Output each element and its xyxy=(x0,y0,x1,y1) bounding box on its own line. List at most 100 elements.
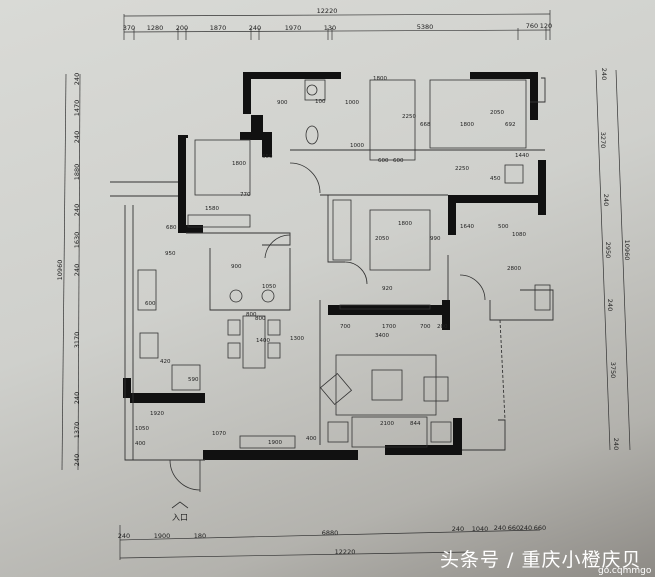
interior-dim-label: 1440 xyxy=(515,153,529,159)
dim-label: 1900 xyxy=(154,532,171,540)
interior-dim-label: 1070 xyxy=(212,431,226,437)
dim-label: 240 xyxy=(606,299,614,311)
interior-dim-label: 800 xyxy=(255,316,266,322)
entrance-label: 入口 xyxy=(172,513,188,522)
bottom-dimension-lines: 240 1900 180 6880 240 1040 240 660 240 6… xyxy=(118,524,546,560)
interior-dim-label: 950 xyxy=(165,251,176,257)
second-bed xyxy=(194,139,251,196)
dim-label: 1470 xyxy=(73,100,81,117)
dim-label: 1870 xyxy=(210,24,227,32)
interior-dim-label: 1800 xyxy=(460,122,474,128)
interior-dim-label: 920 xyxy=(382,286,393,292)
dim-label: 3170 xyxy=(73,332,81,349)
dim-label: 240 xyxy=(73,454,81,466)
armchair xyxy=(423,376,449,402)
interior-dim-label: 1640 xyxy=(460,224,474,230)
interior-dim-label: 990 xyxy=(430,236,441,242)
interior-dim-label: 692 xyxy=(505,122,516,128)
left-dimension-lines: 10960 240 1470 240 1880 240 1630 240 317… xyxy=(56,73,81,471)
dim-label: 370 xyxy=(123,24,135,32)
interior-dim-label: 1300 xyxy=(290,336,304,342)
interior-dim-label: 650 xyxy=(262,154,273,160)
dim-label: 240 xyxy=(494,524,506,532)
dim-label: 660 xyxy=(508,524,520,532)
master-wardrobe xyxy=(369,79,416,161)
washer xyxy=(229,289,243,303)
interior-dim-label: 800 xyxy=(246,312,257,318)
toilet xyxy=(305,125,319,145)
top-dimension-lines: 12220 370 1280 200 1870 240 1970 130 538… xyxy=(123,7,552,40)
cabinet xyxy=(534,284,551,311)
entrance-arrow-icon xyxy=(171,501,189,509)
top-total-dim: 12220 xyxy=(317,7,338,15)
left-total-dim: 10960 xyxy=(56,260,64,281)
interior-dim-label: 844 xyxy=(410,421,421,427)
interior-dim-label: 1400 xyxy=(256,338,270,344)
armchair xyxy=(319,372,353,406)
watermark: 头条号 / 重庆小橙庆贝 xyxy=(440,549,642,571)
interior-dim-label: 400 xyxy=(135,441,146,447)
interior-dim-label: 600 xyxy=(393,158,404,164)
interior-dim-label: 1000 xyxy=(345,100,359,106)
interior-dim-label: 3400 xyxy=(375,333,389,339)
dim-label: 200 xyxy=(176,24,188,32)
interior-dim-label: 590 xyxy=(188,377,199,383)
interior-dim-label: 400 xyxy=(306,436,317,442)
interior-dim-label: 450 xyxy=(490,176,501,182)
right-total-dim: 10960 xyxy=(623,240,631,261)
interior-dim-label: 420 xyxy=(160,359,171,365)
dim-label: 1040 xyxy=(472,525,489,533)
dim-label: 660 xyxy=(534,524,546,532)
interior-dim-label: 600 xyxy=(378,158,389,164)
third-bed xyxy=(369,209,431,271)
dim-label: 3750 xyxy=(609,362,617,379)
dim-label: 240 xyxy=(73,392,81,404)
dim-label: 240 xyxy=(73,73,81,85)
study-chair xyxy=(504,164,524,184)
side-table xyxy=(327,421,349,443)
shoe-cabinet xyxy=(239,435,296,449)
washbasin xyxy=(304,79,326,101)
washbasin-bowl xyxy=(306,84,318,96)
interior-dim-label: 1050 xyxy=(262,284,276,290)
interior-dim-label: 500 xyxy=(498,224,509,230)
interior-dim-label: 2800 xyxy=(507,266,521,272)
dim-label: 760 xyxy=(526,22,538,30)
sofa xyxy=(351,416,428,448)
interior-dim-label: 2250 xyxy=(455,166,469,172)
coffee-table xyxy=(371,369,403,401)
dim-label: 240 xyxy=(600,68,608,80)
right-dimension-lines: 240 3270 240 2950 240 3750 240 10960 xyxy=(595,68,631,450)
interior-dim-label: 1800 xyxy=(232,161,246,167)
dim-label: 3270 xyxy=(599,132,607,149)
master-bed xyxy=(429,79,527,149)
living-rug xyxy=(335,354,437,416)
dim-label: 240 xyxy=(602,194,610,206)
dim-label: 1880 xyxy=(73,164,81,181)
interior-dim-label: 1000 xyxy=(350,143,364,149)
interior-dim-label: 2050 xyxy=(490,110,504,116)
interior-dim-label: 770 xyxy=(240,192,251,198)
stove xyxy=(137,269,157,311)
interior-dim-label: 900 xyxy=(277,100,288,106)
thin-walls xyxy=(110,77,554,461)
dim-label: 240 xyxy=(452,525,464,533)
dim-label: 130 xyxy=(324,24,336,32)
dim-label: 1370 xyxy=(73,422,81,439)
interior-dim-label: 700 xyxy=(420,324,431,330)
interior-dim-label: 680 xyxy=(166,225,177,231)
interior-dim-label: 1080 xyxy=(512,232,526,238)
interior-dim-label: 1700 xyxy=(382,324,396,330)
dim-label: 240 xyxy=(73,131,81,143)
dim-label: 240 xyxy=(520,524,532,532)
dim-label: 240 xyxy=(118,532,130,540)
interior-dim-label: 2250 xyxy=(402,114,416,120)
interior-dim-label: 200 xyxy=(437,324,448,330)
dim-label: 6880 xyxy=(322,529,339,537)
washer xyxy=(261,289,275,303)
dim-label: 2950 xyxy=(604,242,612,259)
dim-label: 120 xyxy=(540,22,552,30)
interior-dim-label: 900 xyxy=(231,264,242,270)
dim-label: 1630 xyxy=(73,232,81,249)
